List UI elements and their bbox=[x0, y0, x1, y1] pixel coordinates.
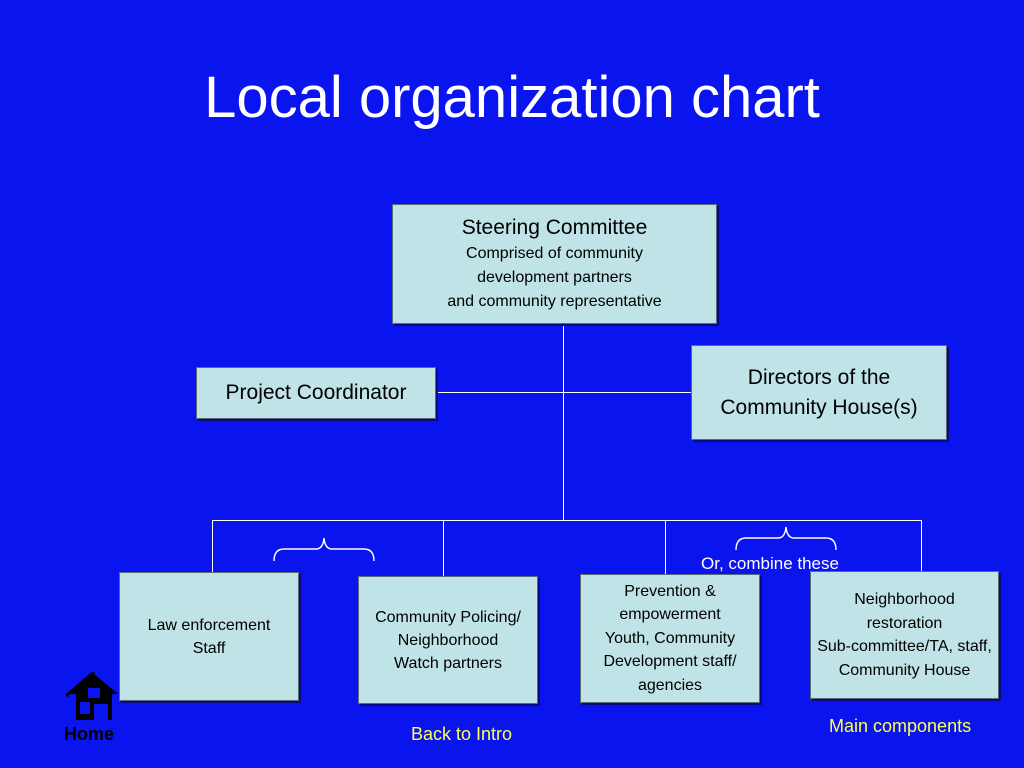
connector-steering-down bbox=[563, 323, 564, 520]
connector-drop-restoration bbox=[921, 520, 922, 571]
connector-side-horizontal bbox=[435, 392, 692, 393]
project-coordinator-box: Project Coordinator bbox=[196, 367, 436, 419]
combine-note: Or, combine these bbox=[701, 554, 839, 573]
page-title: Local organization chart bbox=[204, 65, 820, 130]
restoration-line4: Community House bbox=[838, 661, 971, 679]
directors-line2: Community House(s) bbox=[720, 395, 918, 419]
home-label: Home bbox=[64, 724, 115, 744]
house-icon bbox=[66, 672, 118, 720]
policing-line3: Watch partners bbox=[394, 654, 502, 672]
directors-line1: Directors of the bbox=[747, 365, 891, 389]
main-components-link[interactable]: Main components bbox=[829, 716, 972, 736]
back-to-intro-link[interactable]: Back to Intro bbox=[411, 724, 513, 744]
steering-line2: development partners bbox=[477, 269, 632, 286]
left-group-brace bbox=[273, 537, 375, 562]
steering-committee-box: Steering Committee Comprised of communit… bbox=[392, 204, 717, 324]
restoration-line2: restoration bbox=[866, 614, 943, 632]
prevention-line3: Youth, Community bbox=[604, 629, 736, 647]
steering-line3: and community representative bbox=[447, 293, 662, 310]
policing-line1: Community Policing/ bbox=[375, 608, 521, 626]
connector-drop-law bbox=[212, 520, 213, 572]
restoration-line1: Neighborhood bbox=[854, 591, 955, 608]
law-enforcement-box: Law enforcement Staff bbox=[119, 572, 299, 701]
community-policing-box: Community Policing/ Neighborhood Watch p… bbox=[358, 576, 538, 704]
prevention-line5: agencies bbox=[637, 676, 703, 694]
prevention-line4: Development staff/ bbox=[603, 653, 737, 671]
home-button[interactable]: Home bbox=[62, 672, 126, 746]
steering-line1: Comprised of community bbox=[466, 245, 643, 262]
restoration-line3: Sub-committee/TA, staff, bbox=[817, 638, 992, 655]
law-line2: Staff bbox=[192, 639, 226, 657]
coordinator-label: Project Coordinator bbox=[225, 381, 407, 404]
law-line1: Law enforcement bbox=[147, 616, 271, 634]
prevention-box: Prevention & empowerment Youth, Communit… bbox=[580, 574, 760, 703]
connector-drop-policing bbox=[443, 520, 444, 576]
steering-heading: Steering Committee bbox=[461, 216, 648, 239]
directors-box: Directors of the Community House(s) bbox=[691, 345, 947, 440]
prevention-line2: empowerment bbox=[619, 606, 721, 624]
right-group-brace bbox=[735, 526, 837, 551]
neighborhood-restoration-box: Neighborhood restoration Sub-committee/T… bbox=[810, 571, 999, 699]
policing-line2: Neighborhood bbox=[397, 631, 499, 649]
connector-bottom-bus bbox=[212, 520, 921, 521]
connector-drop-prevention bbox=[665, 520, 666, 574]
prevention-line1: Prevention & bbox=[624, 582, 716, 600]
